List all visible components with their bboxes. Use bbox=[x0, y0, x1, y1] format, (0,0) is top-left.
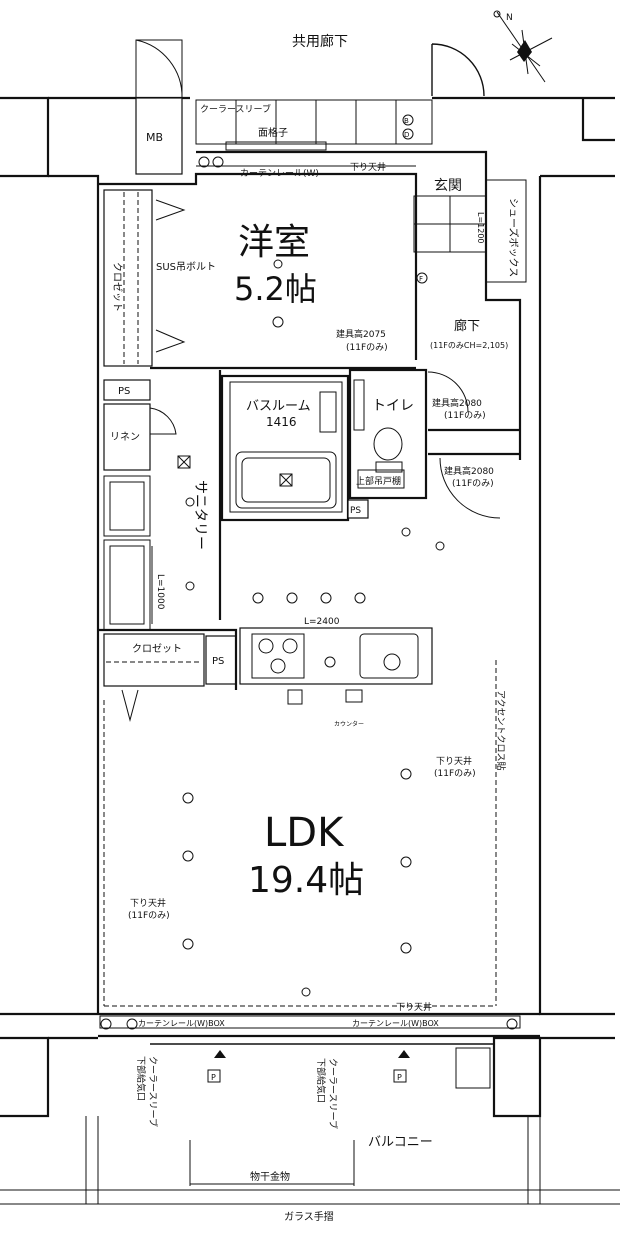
closet-ldk-label: クロゼット bbox=[132, 643, 182, 655]
p-mark-right: P bbox=[397, 1073, 402, 1082]
balcony-label: バルコニー bbox=[368, 1135, 433, 1150]
grille-label: 面格子 bbox=[258, 126, 288, 139]
fixture-height-toilet-note: (11Fのみ) bbox=[444, 410, 486, 421]
toilet-room: トイレ 上部吊戸棚 bbox=[348, 368, 469, 500]
entrance-door[interactable] bbox=[431, 43, 485, 97]
cooler-sleeve-right: クーラースリーブ bbox=[327, 1058, 339, 1129]
p-mark-left: P bbox=[211, 1073, 216, 1082]
ldk-room: LDK 19.4帖 bbox=[103, 660, 497, 1007]
drop-ceiling-right-note: (11Fのみ) bbox=[434, 768, 476, 779]
lower-vent-right: 下部給気口 bbox=[315, 1058, 327, 1103]
length-2400: L=2400 bbox=[304, 617, 340, 627]
lower-vent-left: 下部給気口 bbox=[135, 1056, 147, 1101]
ceiling-lights bbox=[182, 527, 445, 997]
western-room-name: 洋室 bbox=[238, 222, 310, 263]
fixture-height-toilet: 建具高2080 bbox=[432, 397, 482, 409]
closet-ldk bbox=[103, 633, 205, 687]
bathroom: バスルーム 1416 bbox=[220, 374, 350, 522]
fixture-height-western: 建具高2075 bbox=[336, 328, 386, 340]
accent-cross-label: アクセントクロス貼 bbox=[495, 690, 507, 771]
balcony: バルコニー 物干金物 ガラス手摺 bbox=[0, 1116, 620, 1223]
ps-toilet bbox=[347, 499, 369, 519]
counter-label: カウンター bbox=[334, 720, 364, 728]
f-mark: F bbox=[419, 275, 423, 283]
drop-ceiling-right: 下り天井 bbox=[436, 755, 472, 767]
fixture-height-ldk: 建具高2080 bbox=[444, 465, 494, 477]
ps-ldk bbox=[205, 635, 237, 685]
compass-label: N bbox=[506, 13, 513, 23]
western-room: 洋室 5.2帖 建具高2075 (11Fのみ) bbox=[98, 172, 418, 370]
cooler-sleeve-left: クーラースリーブ bbox=[147, 1056, 159, 1127]
ldk-room-size: 19.4帖 bbox=[248, 860, 364, 901]
linen-label: リネン bbox=[110, 431, 140, 443]
corridor-label: 共用廊下 bbox=[292, 33, 348, 50]
fixture-height-western-note: (11Fのみ) bbox=[346, 342, 388, 353]
upper-cabinet-label: 上部吊戸棚 bbox=[356, 475, 401, 487]
ps-west-label: PS bbox=[118, 386, 130, 397]
mb-label: MB bbox=[146, 131, 163, 144]
sus-bolt-label: SUS吊ボルト bbox=[156, 261, 216, 273]
length-1200: L=1200 bbox=[476, 212, 485, 244]
linen-closet bbox=[103, 403, 151, 471]
sanitary-label: サニタリー bbox=[192, 480, 208, 550]
curtain-rail-box-left: カーテンレール(W)BOX bbox=[138, 1019, 225, 1028]
d-mark: D bbox=[404, 131, 409, 139]
hall-note: (11FのみCH=2,105) bbox=[430, 341, 508, 350]
mb-box bbox=[135, 97, 183, 175]
drop-ceiling-bottom: 下り天井 bbox=[396, 1001, 432, 1013]
western-room-size: 5.2帖 bbox=[234, 270, 317, 308]
compass-icon bbox=[493, 10, 553, 83]
closet-west-label: クロゼット bbox=[111, 262, 123, 312]
bath-name: バスルーム bbox=[246, 399, 311, 414]
drop-ceiling-left-note: (11Fのみ) bbox=[128, 910, 170, 921]
hall-label: 廊下 bbox=[454, 318, 480, 334]
drop-ceiling-top: 下り天井 bbox=[350, 161, 386, 173]
kitchen: L=2400 カウンター bbox=[239, 617, 433, 728]
closet-west bbox=[103, 189, 153, 367]
curtain-rail-box-right: カーテンレール(W)BOX bbox=[352, 1019, 439, 1028]
b-mark: B bbox=[404, 117, 409, 125]
ps-west bbox=[103, 379, 151, 401]
toilet-label: トイレ bbox=[372, 398, 414, 414]
drop-ceiling-left: 下り天井 bbox=[130, 897, 166, 909]
entrance-area: 玄関 シューズボックス L=1200 F 廊下 (11FのみCH=2,105) bbox=[413, 177, 527, 350]
ldk-room-name: LDK bbox=[264, 810, 345, 856]
bath-code: 1416 bbox=[266, 415, 297, 429]
ps-toilet-label: PS bbox=[350, 506, 361, 516]
glass-rail-label: ガラス手摺 bbox=[284, 1210, 334, 1223]
fixture-height-ldk-note: (11Fのみ) bbox=[452, 478, 494, 489]
ps-ldk-label: PS bbox=[212, 656, 224, 667]
length-1000: L=1000 bbox=[155, 574, 165, 610]
shoes-box-label: シューズボックス bbox=[507, 198, 520, 277]
entrance-label: 玄関 bbox=[434, 177, 462, 194]
laundry-label: 物干金物 bbox=[250, 1170, 290, 1183]
